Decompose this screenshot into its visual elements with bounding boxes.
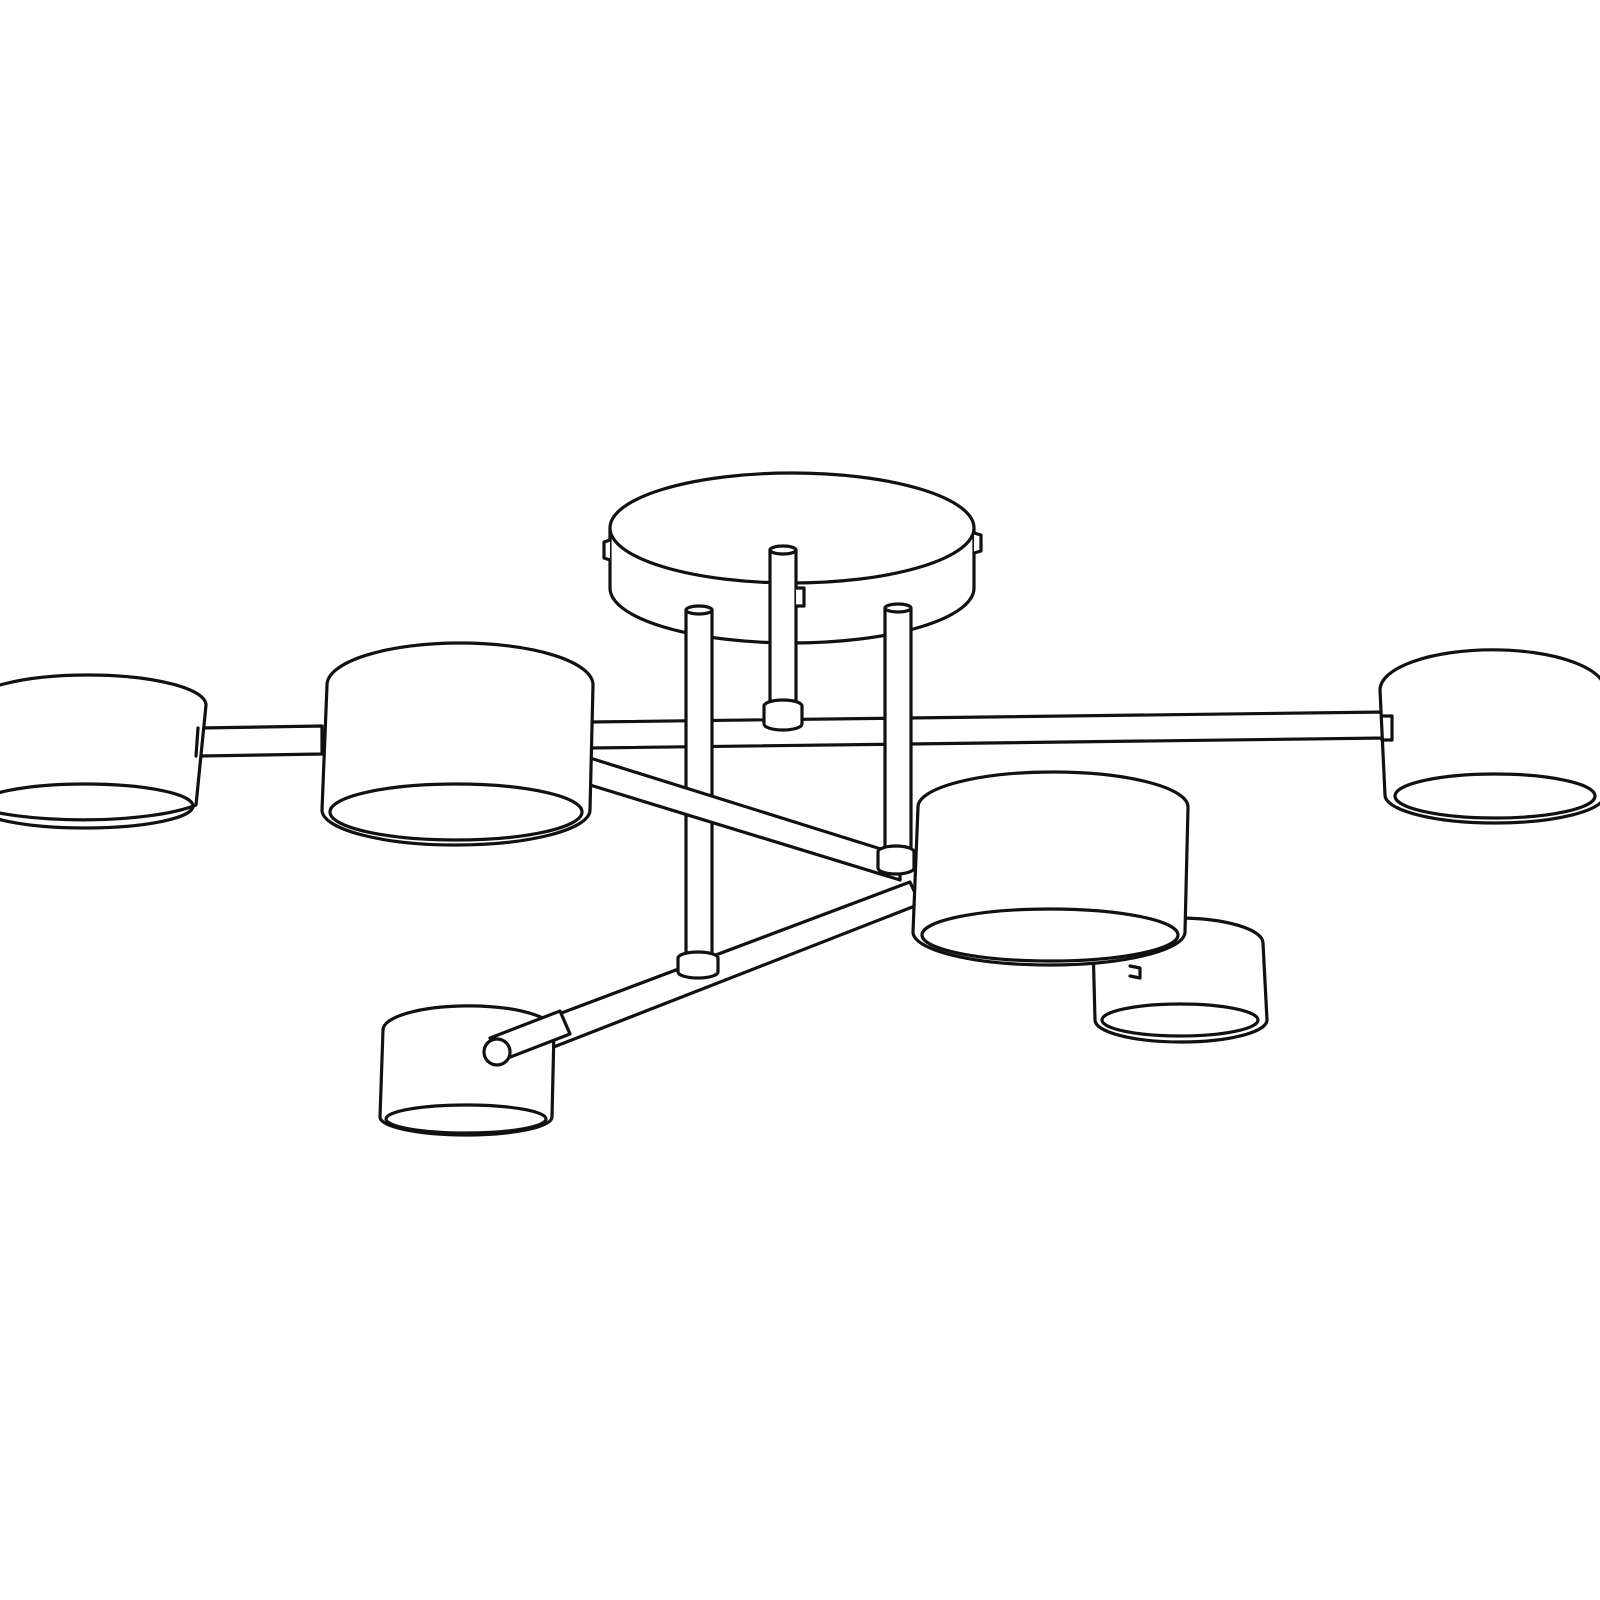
support-rod-center (762, 544, 806, 732)
lamp-shade-center-right (911, 770, 1190, 967)
lamp-shade-upper-left (320, 641, 595, 847)
lamp-shade-far-left (0, 673, 208, 830)
diagonal-arm-upper (588, 756, 916, 882)
lamp-shade-far-right (1378, 648, 1600, 825)
arm-end-cap (482, 1009, 572, 1067)
support-rod-right (883, 602, 913, 860)
support-rod-left (684, 604, 714, 957)
